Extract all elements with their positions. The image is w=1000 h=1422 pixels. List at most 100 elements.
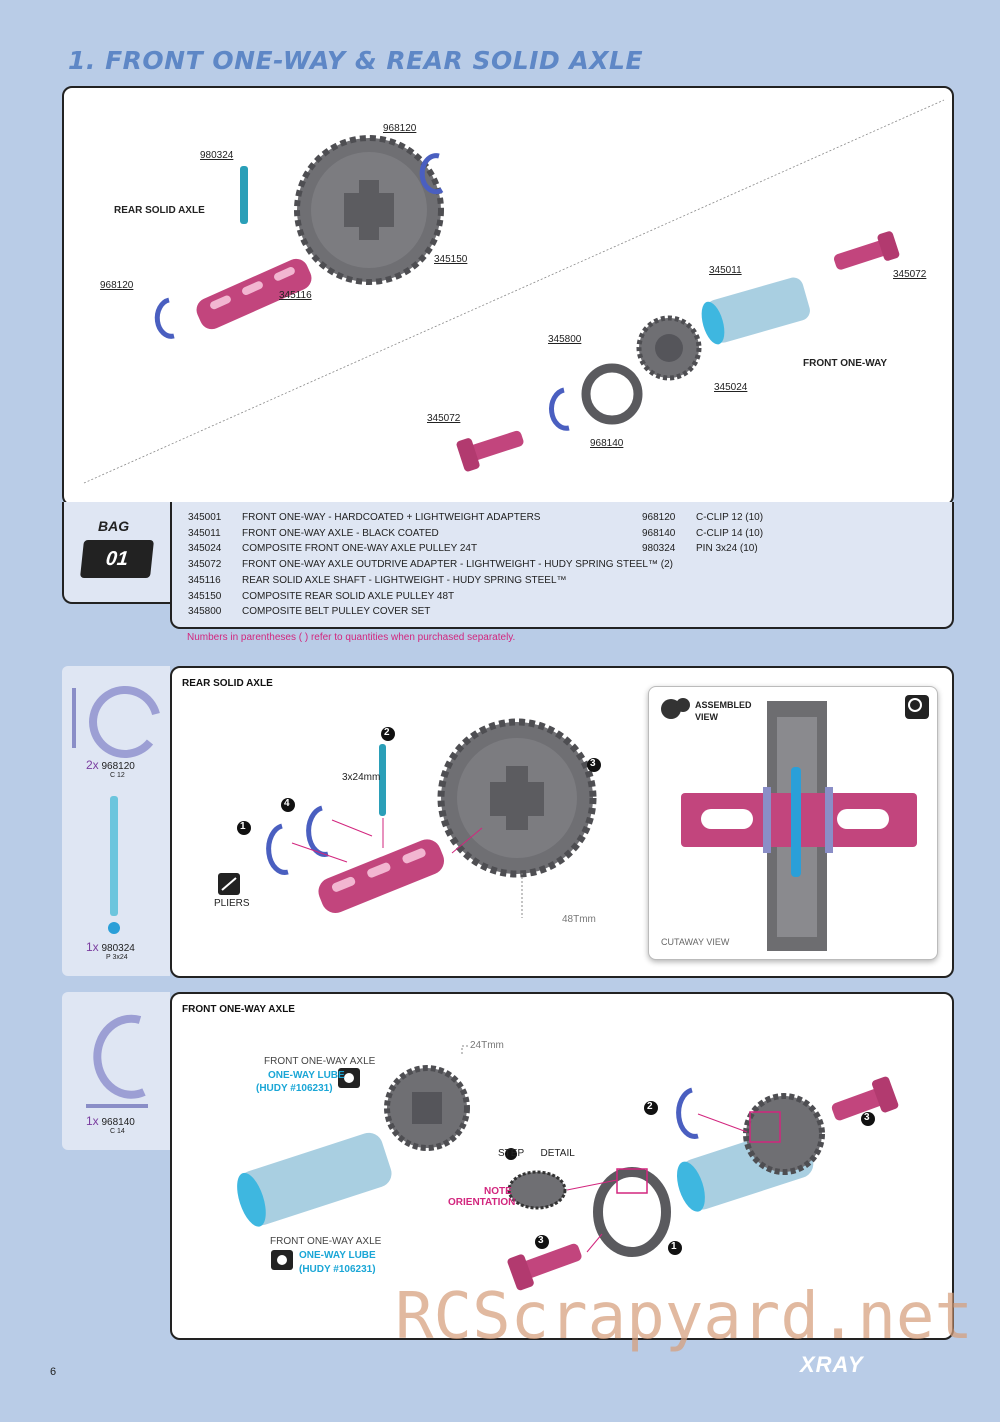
rear-axle-drawing bbox=[218, 718, 601, 918]
lube-label-2: ONE-WAY LUBE bbox=[299, 1250, 376, 1261]
front-axle-label-2: FRONT ONE-WAY AXLE bbox=[270, 1236, 382, 1247]
part-code: 345001 bbox=[188, 512, 222, 523]
quantity-note: Numbers in parentheses ( ) refer to quan… bbox=[187, 632, 516, 643]
parts-row: 968140 C-CLIP 14 (10) bbox=[642, 528, 763, 539]
parts-row: 345116 REAR SOLID AXLE SHAFT - LIGHTWEIGH… bbox=[188, 575, 567, 586]
pin-code: 980324 bbox=[101, 943, 135, 954]
clip-qty-rear: 2x 968120 bbox=[86, 758, 135, 772]
side-parts-drawing-rear bbox=[72, 686, 160, 934]
label-345116: 345116 bbox=[279, 290, 312, 301]
label-rear-solid-axle: REAR SOLID AXLE bbox=[114, 205, 205, 216]
rear-section-title: REAR SOLID AXLE bbox=[182, 678, 273, 689]
part-description: FRONT ONE-WAY - HARDCOATED + LIGHTWEIGHT… bbox=[242, 512, 541, 523]
pin-sub: P 3x24 bbox=[106, 954, 128, 961]
step-detail-num: 1 bbox=[529, 1148, 535, 1158]
part-description: COMPOSITE REAR SOLID AXLE PULLEY 48T bbox=[242, 590, 455, 602]
part-description: C-CLIP 14 (10) bbox=[696, 527, 764, 539]
part-description: COMPOSITE BELT PULLEY COVER SET bbox=[242, 606, 431, 618]
cutaway-view-label: CUTAWAY VIEW bbox=[661, 937, 730, 947]
part-code: 968120 bbox=[642, 512, 676, 523]
pin-980324 bbox=[240, 166, 248, 224]
part-code: 345072 bbox=[188, 559, 222, 571]
rear-step-3: 3 bbox=[590, 758, 596, 769]
label-345011: 345011 bbox=[709, 265, 742, 276]
front-oneway-axle bbox=[701, 277, 810, 345]
part-description: PIN 3x24 (10) bbox=[696, 543, 758, 555]
exploded-view-drawing bbox=[83, 99, 945, 484]
parts-row: 968120 C-CLIP 12 (10) bbox=[642, 512, 763, 523]
part-description: COMPOSITE FRONT ONE-WAY AXLE PULLEY 24T bbox=[242, 543, 478, 555]
label-345024: 345024 bbox=[714, 382, 748, 393]
watermark: RCScrapyard.net bbox=[395, 1280, 973, 1354]
part-description: C-CLIP 12 (10) bbox=[696, 512, 764, 523]
clip-code-rear: 968120 bbox=[101, 761, 135, 772]
pin-qty-count: 1x bbox=[86, 940, 99, 954]
clip-qty-rear-count: 2x bbox=[86, 758, 99, 772]
clip-sub-rear: C 12 bbox=[110, 772, 125, 779]
pulley-size-label: 48Tmm bbox=[562, 914, 596, 925]
front-axle-drawing bbox=[237, 1045, 899, 1291]
parts-row: 345001 FRONT ONE-WAY - HARDCOATED + LIGHT… bbox=[188, 512, 540, 523]
label-345072-left: 345072 bbox=[427, 413, 461, 424]
step-detail-suffix: DETAIL bbox=[540, 1148, 575, 1159]
rear-step-1: 1 bbox=[240, 821, 246, 832]
label-968140: 968140 bbox=[590, 438, 624, 449]
label-968120-top: 968120 bbox=[383, 123, 417, 134]
front-section-title: FRONT ONE-WAY AXLE bbox=[182, 1004, 295, 1015]
rear-step-2: 2 bbox=[384, 727, 390, 738]
front-side-box: 1x 968140 C 14 bbox=[62, 992, 170, 1150]
front-oneway-label: FRONT ONE-WAY bbox=[803, 358, 888, 369]
parts-row: 345011 FRONT ONE-WAY AXLE - BLACK COATED bbox=[188, 528, 439, 539]
label-345150: 345150 bbox=[434, 254, 468, 265]
part-code: 345011 bbox=[188, 527, 221, 539]
label-345800: 345800 bbox=[548, 334, 582, 345]
pulley-48t bbox=[294, 135, 444, 285]
clip-code-front: 968140 bbox=[101, 1117, 135, 1128]
part-code: 345150 bbox=[188, 590, 222, 602]
c-clip-968140 bbox=[549, 387, 570, 431]
label-front-oneway: FRONT ONE-WAY bbox=[803, 358, 887, 369]
rear-axle-label: REAR SOLID AXLE bbox=[114, 205, 205, 216]
page-number: 6 bbox=[50, 1366, 57, 1378]
clip-qty-front-count: 1x bbox=[86, 1114, 99, 1128]
part-code: 968140 bbox=[642, 527, 676, 539]
side-parts-drawing-front bbox=[86, 1014, 148, 1108]
step-detail-word: STEP bbox=[498, 1148, 524, 1159]
c-clip-968120-top bbox=[419, 153, 444, 195]
outdrive-adapter-right bbox=[833, 231, 900, 270]
part-description: REAR SOLID AXLE SHAFT - LIGHTWEIGHT - HU… bbox=[242, 574, 567, 586]
front-step-3-left: 3 bbox=[538, 1235, 544, 1246]
label-968120-left: 968120 bbox=[100, 280, 134, 291]
pulley-cover bbox=[581, 363, 643, 425]
lube-code-1: (HUDY #106231) bbox=[256, 1083, 333, 1094]
page-title: 1. FRONT ONE-WAY & REAR SOLID AXLE bbox=[68, 46, 644, 75]
front-axle-label-1: FRONT ONE-WAY AXLE bbox=[264, 1056, 376, 1067]
assembled-view-drawing bbox=[661, 695, 929, 951]
pulley-24t-size: 24Tmm bbox=[470, 1040, 504, 1051]
orientation-label: ORIENTATION bbox=[448, 1197, 516, 1208]
note-label: NOTE bbox=[484, 1186, 512, 1197]
c-clip-968120-left bbox=[154, 297, 175, 339]
pin-qty: 1x 980324 bbox=[86, 940, 135, 954]
part-description: FRONT ONE-WAY AXLE - BLACK COATED bbox=[242, 527, 439, 539]
parts-row: 345800 COMPOSITE BELT PULLEY COVER SET bbox=[188, 606, 430, 617]
rear-side-box: 2x 968120 C 12 1x 980324 P 3x24 bbox=[62, 666, 170, 976]
clip-sub-front: C 14 bbox=[110, 1128, 125, 1135]
pin-size-label: 3x24mm bbox=[342, 772, 381, 783]
rear-axle-panel: REAR SOLID AXLE 1 4 2 3 bbox=[170, 666, 954, 978]
lube-label-1: ONE-WAY LUBE bbox=[268, 1070, 345, 1081]
assembled-view-label: ASSEMBLED VIEW bbox=[695, 700, 752, 722]
label-980324: 980324 bbox=[200, 150, 234, 161]
step-detail-label: STEP 1 DETAIL bbox=[498, 1148, 575, 1159]
pliers-label: PLIERS bbox=[214, 898, 250, 909]
lube-code-2: (HUDY #106231) bbox=[299, 1264, 376, 1275]
front-step-3-right: 3 bbox=[864, 1112, 870, 1123]
part-code: 345800 bbox=[188, 606, 222, 618]
part-code: 345116 bbox=[188, 574, 221, 586]
outdrive-adapter-left bbox=[456, 430, 524, 472]
parts-list: 345001 FRONT ONE-WAY - HARDCOATED + LIGHT… bbox=[170, 502, 954, 629]
clip-qty-front: 1x 968140 bbox=[86, 1114, 135, 1128]
front-step-2: 2 bbox=[647, 1101, 653, 1112]
